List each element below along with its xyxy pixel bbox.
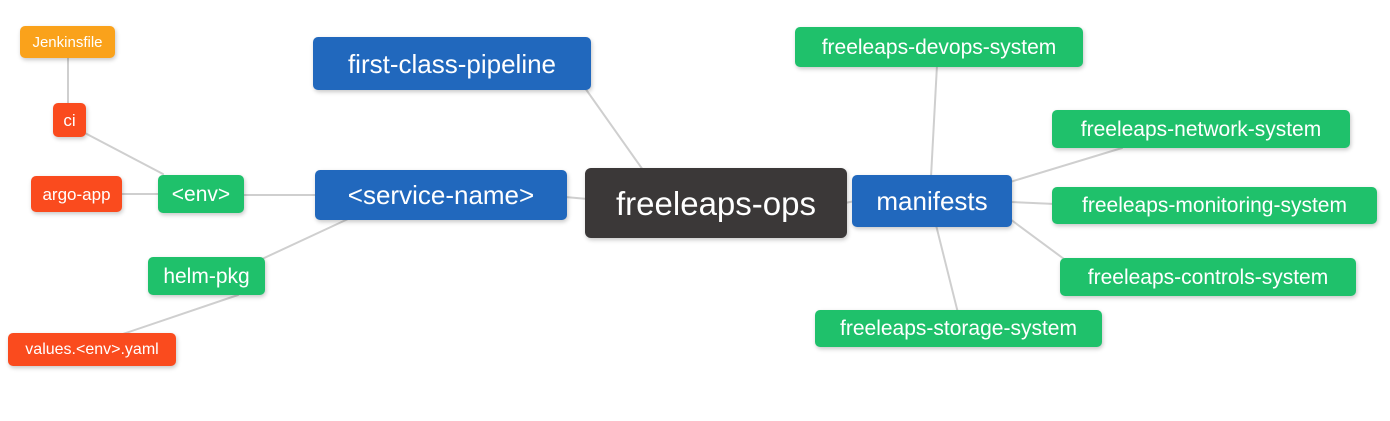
edge-pipeline-freeleaps-ops [584,87,644,171]
edge-manifests-controls-system [1009,218,1065,260]
node-freeleaps-network-system[interactable]: freeleaps-network-system [1052,110,1350,148]
node-freeleaps-devops-system[interactable]: freeleaps-devops-system [795,27,1083,67]
node-jenkinsfile[interactable]: Jenkinsfile [20,26,115,58]
edge-manifests-network-system [1009,147,1123,183]
node-freeleaps-controls-system[interactable]: freeleaps-controls-system [1060,258,1356,296]
edge-helm-pkg-service-name [261,218,349,260]
edge-manifests-monitoring [1009,201,1056,205]
node-first-class-pipeline[interactable]: first-class-pipeline [313,37,591,90]
node-service-name[interactable]: <service-name> [315,170,567,220]
edge-ci-env [82,131,164,175]
edge-values-helm-pkg [119,294,239,336]
node-manifests[interactable]: manifests [852,175,1012,227]
node-values-env-yaml[interactable]: values.<env>.yaml [8,333,176,366]
edge-service-name-root [564,196,589,200]
edge-manifests-storage-system [935,224,959,314]
node-ci[interactable]: ci [53,103,86,137]
node-freeleaps-monitoring-system[interactable]: freeleaps-monitoring-system [1052,187,1377,224]
node-env[interactable]: <env> [158,175,244,213]
edge-manifests-devops-system [930,64,938,178]
node-argo-app[interactable]: argo-app [31,176,122,212]
node-helm-pkg[interactable]: helm-pkg [148,257,265,295]
node-freeleaps-ops-root[interactable]: freeleaps-ops [585,168,847,238]
node-freeleaps-storage-system[interactable]: freeleaps-storage-system [815,310,1102,347]
